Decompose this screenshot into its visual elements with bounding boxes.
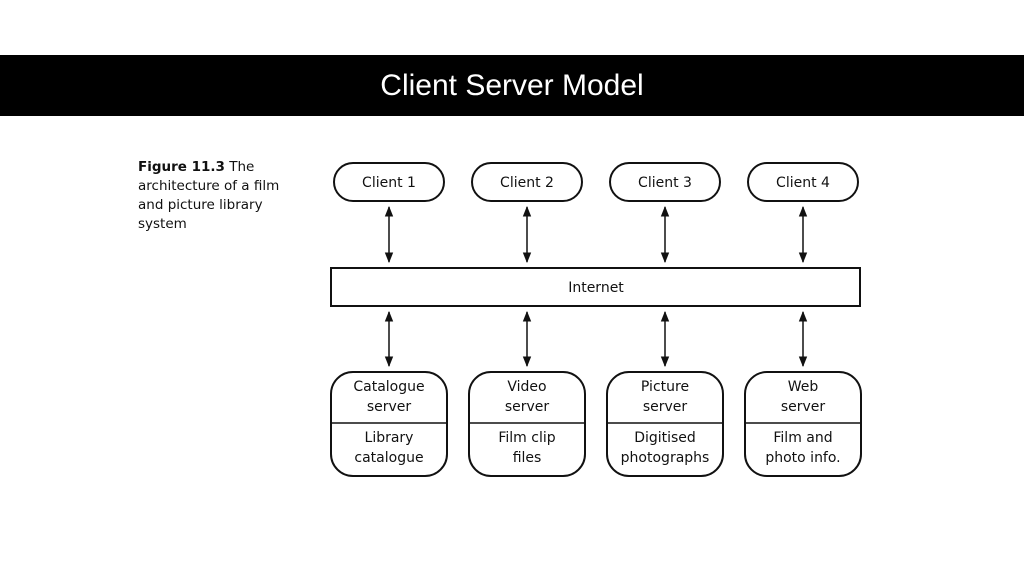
slide-title: Client Server Model — [380, 68, 644, 102]
client-node-4: Client 4 — [747, 162, 859, 202]
server-node-3: Picture server Digitised photographs — [606, 371, 724, 477]
server-name-line: Catalogue — [353, 379, 424, 395]
client-label: Client 2 — [500, 175, 554, 191]
server-content-line: files — [513, 450, 542, 466]
client-label: Client 4 — [776, 175, 830, 191]
server-content-line: Film and — [773, 430, 832, 446]
internet-network: Internet — [330, 267, 861, 307]
figure-caption-text: The architecture of a film and picture l… — [138, 159, 280, 232]
client-node-1: Client 1 — [333, 162, 445, 202]
client-label: Client 3 — [638, 175, 692, 191]
server-content-line: Digitised — [634, 430, 696, 446]
server-content-line: Film clip — [498, 430, 555, 446]
server-name-line: server — [505, 399, 550, 415]
server-name-line: server — [643, 399, 688, 415]
figure-caption: Figure 11.3 The architecture of a film a… — [138, 158, 298, 234]
server-name-line: Picture — [641, 379, 689, 395]
server-name-line: Web — [788, 379, 819, 395]
client-label: Client 1 — [362, 175, 416, 191]
server-content-line: Library — [365, 430, 414, 446]
client-node-2: Client 2 — [471, 162, 583, 202]
server-content-line: catalogue — [354, 450, 423, 466]
server-node-2: Video server Film clip files — [468, 371, 586, 477]
server-node-1: Catalogue server Library catalogue — [330, 371, 448, 477]
server-content-line: photo info. — [765, 450, 840, 466]
internet-label: Internet — [568, 280, 624, 296]
slide-title-bar: Client Server Model — [0, 55, 1024, 116]
server-node-4: Web server Film and photo info. — [744, 371, 862, 477]
server-name-line: server — [367, 399, 412, 415]
server-name-line: Video — [507, 379, 546, 395]
figure-label: Figure 11.3 — [138, 159, 225, 175]
client-node-3: Client 3 — [609, 162, 721, 202]
server-content-line: photographs — [621, 450, 710, 466]
server-name-line: server — [781, 399, 826, 415]
